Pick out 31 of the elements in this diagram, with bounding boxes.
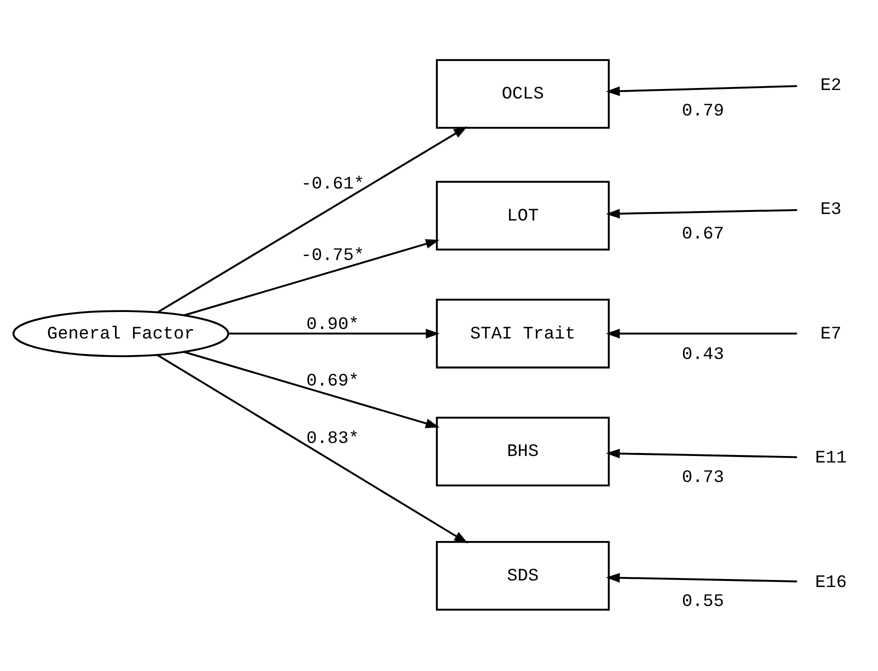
- edge-label: 0.43: [682, 344, 724, 365]
- arrow: [606, 572, 798, 583]
- node-box: LOT: [436, 180, 610, 250]
- arrow: [606, 85, 798, 96]
- node-box: BHS: [436, 416, 610, 486]
- node-box: OCLS: [436, 59, 610, 129]
- arrow: [157, 126, 468, 314]
- arrow: [184, 351, 440, 428]
- node-box: STAI Trait: [436, 298, 610, 368]
- node-box: SDS: [436, 541, 610, 611]
- arrow: [606, 208, 798, 219]
- edge-label: 0.79: [682, 101, 724, 122]
- edge-label: 0.73: [682, 468, 724, 488]
- edge-label: 0.90*: [306, 314, 360, 335]
- arrow: [156, 354, 468, 544]
- node-text: E11: [815, 448, 847, 469]
- arrow: [606, 448, 798, 458]
- node-text: E7: [820, 324, 842, 344]
- edge-label: 0.55: [682, 592, 724, 612]
- arrow: [606, 328, 798, 338]
- edge-label: 0.83*: [306, 429, 360, 450]
- edge-label: 0.69*: [306, 371, 360, 392]
- node-ellipse: General Factor: [12, 310, 230, 358]
- node-text: E16: [815, 572, 847, 593]
- node-text: E3: [820, 200, 842, 220]
- edge-label: -0.61*: [301, 174, 364, 194]
- edge-label: 0.67: [682, 224, 724, 244]
- arrow: [228, 328, 440, 338]
- edge-label: -0.75*: [301, 246, 364, 266]
- arrow: [184, 239, 440, 316]
- node-text: E2: [820, 76, 842, 96]
